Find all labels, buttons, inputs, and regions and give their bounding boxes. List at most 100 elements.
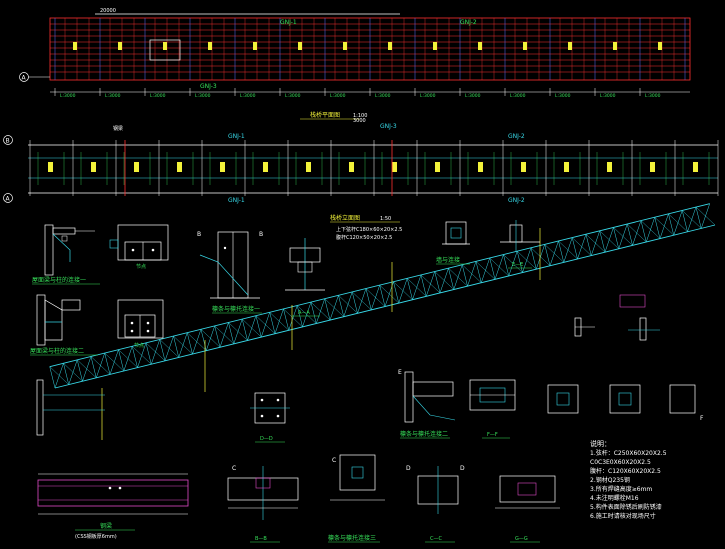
truss-diagonal xyxy=(654,217,674,236)
detail-purlin-bracket-3: C 檩条与檩托连接三 xyxy=(328,454,385,543)
detail-8-title: E—E xyxy=(512,262,523,268)
truss-vertical xyxy=(63,363,69,385)
plan-bottom-tag xyxy=(220,162,225,172)
truss-vertical xyxy=(310,302,317,324)
plan-top-bay-label: L:3000 xyxy=(420,93,436,99)
truss-vertical xyxy=(434,271,441,293)
plan-bottom-tag xyxy=(306,162,311,172)
truss-diagonal xyxy=(640,220,661,239)
truss-end-marker xyxy=(619,294,646,308)
truss-diagonal xyxy=(255,315,276,334)
notes-line-5: 3.所有焊缝高度≥6mm xyxy=(590,486,653,493)
truss-diagonal xyxy=(682,210,702,229)
truss-diagonal xyxy=(503,254,523,273)
detail-right-small xyxy=(574,317,660,341)
detail-12-title: B—B xyxy=(255,536,267,542)
detail-10-title: F—F xyxy=(487,432,498,438)
plan-bottom-tag xyxy=(177,162,182,172)
mark-c1: C xyxy=(232,465,236,472)
beam-note: (CSS钢板厚6mm) xyxy=(75,533,117,540)
detail-beam-elevation: 钢梁 (CSS钢板厚6mm) xyxy=(37,473,189,540)
plan-bottom-tag xyxy=(48,162,53,172)
truss-diagonal xyxy=(77,359,97,378)
truss-vertical xyxy=(365,288,372,310)
detail-13-title: C—C xyxy=(430,536,442,542)
truss-vertical xyxy=(654,217,661,239)
truss-vertical xyxy=(214,325,221,348)
truss-vertical xyxy=(379,285,386,307)
notes-line-4: 2.钢材Q235钢 xyxy=(590,477,630,484)
plan-top-tag xyxy=(433,42,437,50)
truss-vertical xyxy=(269,312,276,334)
truss-vertical xyxy=(159,339,166,361)
plan-top-truss-label-1: GNJ-1 xyxy=(280,19,297,26)
plan-bottom-dimension: 3000 xyxy=(353,118,366,124)
detail-14-title: G—G xyxy=(515,536,528,542)
notes-title: 说明： xyxy=(590,440,611,448)
truss-vertical xyxy=(420,274,427,297)
grid-bubble-b xyxy=(3,135,13,145)
plan-top-tag xyxy=(73,42,77,50)
truss-diagonal xyxy=(159,339,179,358)
truss-vertical xyxy=(76,359,83,382)
plan-bottom-bottom-label-1: GNJ-1 xyxy=(228,197,245,204)
truss-diagonal xyxy=(324,298,344,317)
truss-diagonal xyxy=(49,366,69,385)
plan-bottom-tag xyxy=(263,162,268,172)
notes-line-6: 4.未注明螺栓M16 xyxy=(590,495,639,502)
truss-vertical xyxy=(571,237,578,260)
truss-vertical xyxy=(516,251,523,273)
truss-diagonal xyxy=(352,291,372,311)
plan-top-column-marker xyxy=(149,39,181,61)
truss-diagonal xyxy=(627,223,647,243)
grid-label-b: B xyxy=(6,138,10,145)
truss-diagonal xyxy=(214,325,234,344)
plan-top-dimension: 20000 xyxy=(100,8,116,14)
detail-e-section: E—E xyxy=(500,220,540,269)
truss-diagonal xyxy=(200,329,221,348)
truss-diagonal xyxy=(475,261,496,280)
plan-bottom-section-mark: 钢梁 xyxy=(113,125,123,132)
plan-top-tag xyxy=(613,42,617,50)
truss-vertical xyxy=(406,278,413,300)
notes-line-2: C0C3E0X60X20X2.5 xyxy=(590,459,651,466)
plan-top-bay-label: L:3000 xyxy=(555,93,571,99)
detail-2-title: 屋面梁与柱的连接二 xyxy=(30,347,84,355)
plan-bottom-truss-label-3: GNJ-3 xyxy=(380,123,397,130)
truss-diagonal xyxy=(393,281,413,300)
notes-line-1: 1.弦杆：C250X60X20X2.5 xyxy=(590,450,667,457)
mark-e: E xyxy=(398,369,402,376)
plan-bottom-tag xyxy=(693,162,698,172)
detail-f-section: F—F xyxy=(469,379,516,439)
truss-vertical xyxy=(104,352,111,375)
plan-top-bay-label: L:3000 xyxy=(60,93,76,99)
detail-left-column xyxy=(36,379,105,436)
truss-vertical xyxy=(544,244,551,266)
truss-diagonal xyxy=(517,251,537,270)
truss-diagonal xyxy=(695,206,716,226)
mark-d2: D xyxy=(460,465,465,472)
detail-purlin-bracket-1: B B 檩条与檩托连接一 xyxy=(197,231,263,314)
truss-scale: 1:50 xyxy=(380,216,391,222)
plan-bottom-tag xyxy=(564,162,569,172)
detail-plate-1: 节点 xyxy=(109,224,169,270)
truss-vertical xyxy=(131,346,138,368)
detail-plate-2: 节点 xyxy=(117,299,164,349)
truss-diagonal xyxy=(365,288,386,307)
truss-diagonal xyxy=(338,295,358,314)
plan-top-tag xyxy=(343,42,347,50)
truss-vertical xyxy=(118,349,124,372)
truss-diagonal xyxy=(269,312,289,331)
truss-vertical xyxy=(695,206,702,229)
truss-vertical xyxy=(503,254,509,276)
inclined-truss: 栈桥立面图 1:50 上下弦杆C180×60×20×2.5 腹杆C120×50×… xyxy=(49,203,716,440)
plan-top-bay-label: L:3000 xyxy=(330,93,346,99)
detail-wall-connection: 墙与连接 xyxy=(436,221,470,265)
truss-vertical xyxy=(324,298,331,321)
plan-bottom: B A GNJ-1 GNJ-2 GNJ-3 GNJ-1 GNJ-2 3000 钢… xyxy=(3,118,719,204)
plan-top-truss-label-3: GNJ-3 xyxy=(200,83,217,90)
truss-vertical xyxy=(681,210,688,232)
detail-7-title: 檩条与檩托连接二 xyxy=(400,430,448,438)
plan-bottom-truss-label-1: GNJ-1 xyxy=(228,133,245,140)
